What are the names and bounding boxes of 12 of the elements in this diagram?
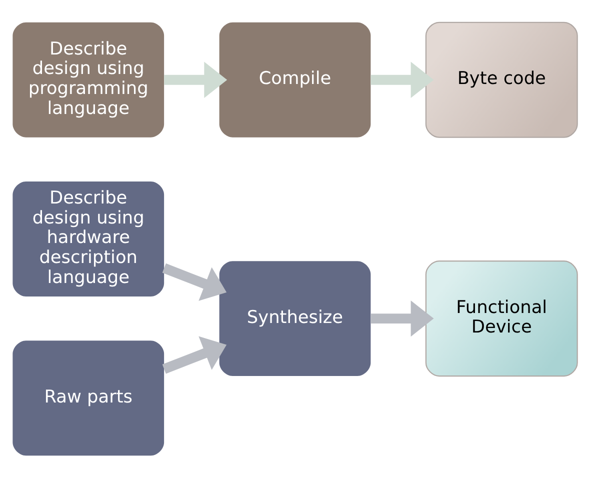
node-box: Byte code: [425, 22, 578, 138]
node-box: Describe design using hardware description language: [12, 182, 164, 296]
node-box: Raw parts: [12, 340, 164, 456]
arrow: [164, 62, 228, 98]
node-box: Functional Device: [425, 260, 578, 377]
node-box: Synthesize: [219, 261, 371, 376]
arrow: [370, 300, 434, 337]
arrow: [162, 263, 227, 301]
arrow: [370, 62, 434, 98]
node-box: Describe design using programming language: [12, 22, 164, 138]
node-box: Compile: [219, 22, 371, 138]
arrow: [162, 336, 227, 374]
